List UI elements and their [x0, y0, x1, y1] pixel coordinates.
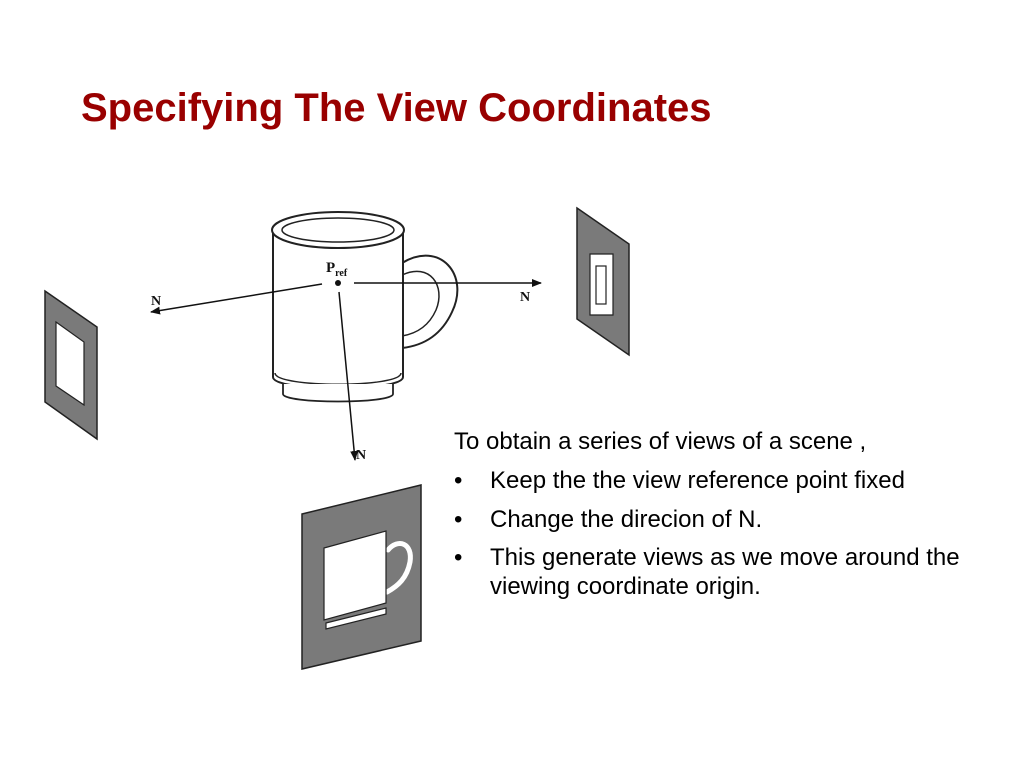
bullet-dot: • [454, 505, 463, 533]
normal-label-left: N [151, 294, 161, 309]
bullet-text: Keep the the view reference point fixed [490, 466, 905, 494]
bullet-text: Change the direcion of N. [490, 505, 763, 533]
p-ref-label: Pref [326, 260, 348, 279]
normal-label-right: N [520, 290, 530, 305]
normal-arrow-left [150, 283, 323, 315]
bullet-dot: • [454, 544, 463, 572]
bullet-dot: • [454, 466, 463, 494]
intro-text: To obtain a series of views of a scene , [454, 428, 867, 455]
mug-drawing [271, 211, 459, 403]
bullet-item: • Change the direcion of N. [454, 506, 1014, 535]
bullet-item: • This generate views as we move around … [454, 544, 1014, 602]
normal-arrow-down [338, 291, 359, 461]
bullet-list: • Keep the the view reference point fixe… [454, 467, 1014, 602]
explanation-text: To obtain a series of views of a scene ,… [454, 428, 1014, 612]
view-plane-bottom [301, 484, 422, 670]
bullet-text: This generate views as we move around th… [490, 544, 960, 601]
reference-point [335, 280, 341, 286]
slide-title: Specifying The View Coordinates [81, 86, 712, 130]
view-plane-left [44, 289, 98, 441]
view-plane-right [576, 206, 630, 357]
normal-label-down: N [356, 448, 366, 463]
bullet-item: • Keep the the view reference point fixe… [454, 467, 1014, 496]
